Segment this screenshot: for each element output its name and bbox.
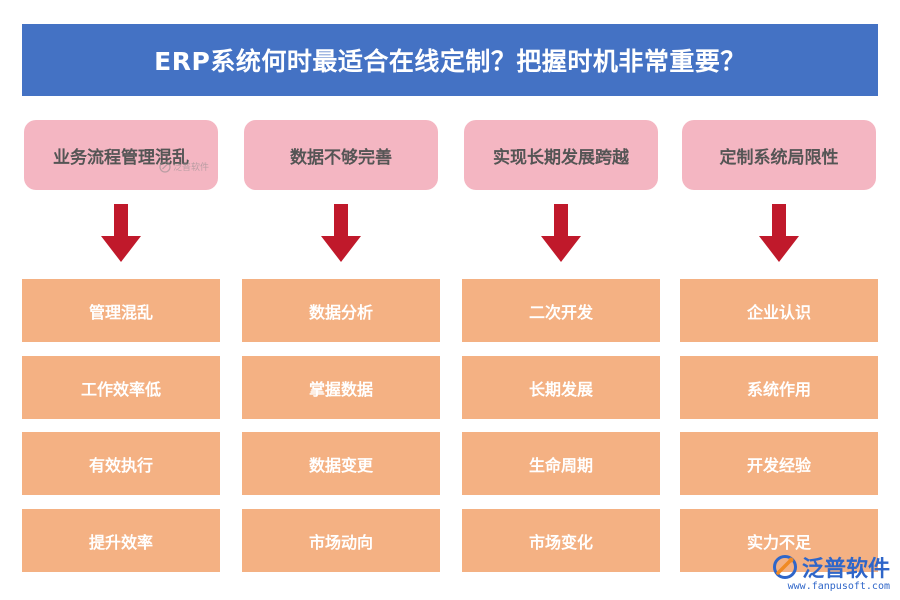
list-item: 数据分析 <box>242 279 440 342</box>
list-item: 系统作用 <box>680 356 878 419</box>
item-label: 工作效率低 <box>80 379 161 399</box>
down-arrow-icon <box>759 204 799 262</box>
column-2: 数据不够完善 数据分析 掌握数据 数据变更 市场动向 <box>242 120 440 572</box>
item-label: 有效执行 <box>88 455 153 475</box>
list-item: 掌握数据 <box>242 356 440 419</box>
brand-logo: 泛普软件 www.fanpusoft.com <box>772 551 890 592</box>
list-item: 市场变化 <box>462 509 660 572</box>
item-label: 管理混乱 <box>88 302 153 322</box>
list-item: 数据变更 <box>242 432 440 495</box>
column-1: 业务流程管理混乱 泛普软件 管理混乱 工作效率低 有效执行 提升效率 <box>22 120 220 572</box>
list-item: 实力不足 <box>680 509 878 572</box>
column-header-box: 定制系统局限性 <box>682 120 876 190</box>
watermark-text: 泛普软件 <box>173 163 210 173</box>
item-label: 市场动向 <box>308 532 373 552</box>
page-title: ERP系统何时最适合在线定制？把握时机非常重要？ <box>154 47 746 76</box>
column-header-box: 实现长期发展跨越 <box>464 120 658 190</box>
column-3: 实现长期发展跨越 二次开发 长期发展 生命周期 市场变化 <box>462 120 660 572</box>
list-item: 长期发展 <box>462 356 660 419</box>
list-item: 企业认识 <box>680 279 878 342</box>
item-label: 数据变更 <box>308 455 373 475</box>
item-label: 提升效率 <box>88 532 153 552</box>
column-header: 定制系统局限性 <box>719 147 839 168</box>
watermark: 泛普软件 <box>159 160 209 173</box>
list-item: 有效执行 <box>22 432 220 495</box>
item-label: 生命周期 <box>528 455 593 475</box>
column-header-box: 业务流程管理混乱 泛普软件 <box>24 120 218 190</box>
fanpu-logo-icon <box>159 160 171 173</box>
item-label: 数据分析 <box>308 302 373 322</box>
item-label: 二次开发 <box>528 302 593 322</box>
down-arrow-icon <box>541 204 581 262</box>
item-label: 长期发展 <box>528 379 593 399</box>
column-header-box: 数据不够完善 <box>244 120 438 190</box>
item-label: 系统作用 <box>746 379 811 399</box>
item-label: 开发经验 <box>746 455 811 475</box>
list-item: 生命周期 <box>462 432 660 495</box>
item-label: 企业认识 <box>746 302 811 322</box>
list-item: 二次开发 <box>462 279 660 342</box>
list-item: 提升效率 <box>22 509 220 572</box>
list-item: 工作效率低 <box>22 356 220 419</box>
brand-name: 泛普软件 <box>801 557 890 582</box>
column-header: 数据不够完善 <box>290 147 392 168</box>
title-banner: ERP系统何时最适合在线定制？把握时机非常重要？ <box>22 24 878 96</box>
item-label: 实力不足 <box>746 532 811 552</box>
item-label: 市场变化 <box>528 532 593 552</box>
list-item: 管理混乱 <box>22 279 220 342</box>
brand-url: www.fanpusoft.com <box>787 581 890 592</box>
column-4: 定制系统局限性 企业认识 系统作用 开发经验 实力不足 <box>680 120 878 572</box>
down-arrow-icon <box>101 204 141 262</box>
fanpu-logo-icon <box>772 555 797 579</box>
column-header: 业务流程管理混乱 <box>53 147 189 168</box>
list-item: 开发经验 <box>680 432 878 495</box>
column-header: 实现长期发展跨越 <box>493 147 629 168</box>
brand-logo-row: 泛普软件 <box>772 551 890 583</box>
list-item: 市场动向 <box>242 509 440 572</box>
down-arrow-icon <box>321 204 361 262</box>
item-label: 掌握数据 <box>308 379 373 399</box>
